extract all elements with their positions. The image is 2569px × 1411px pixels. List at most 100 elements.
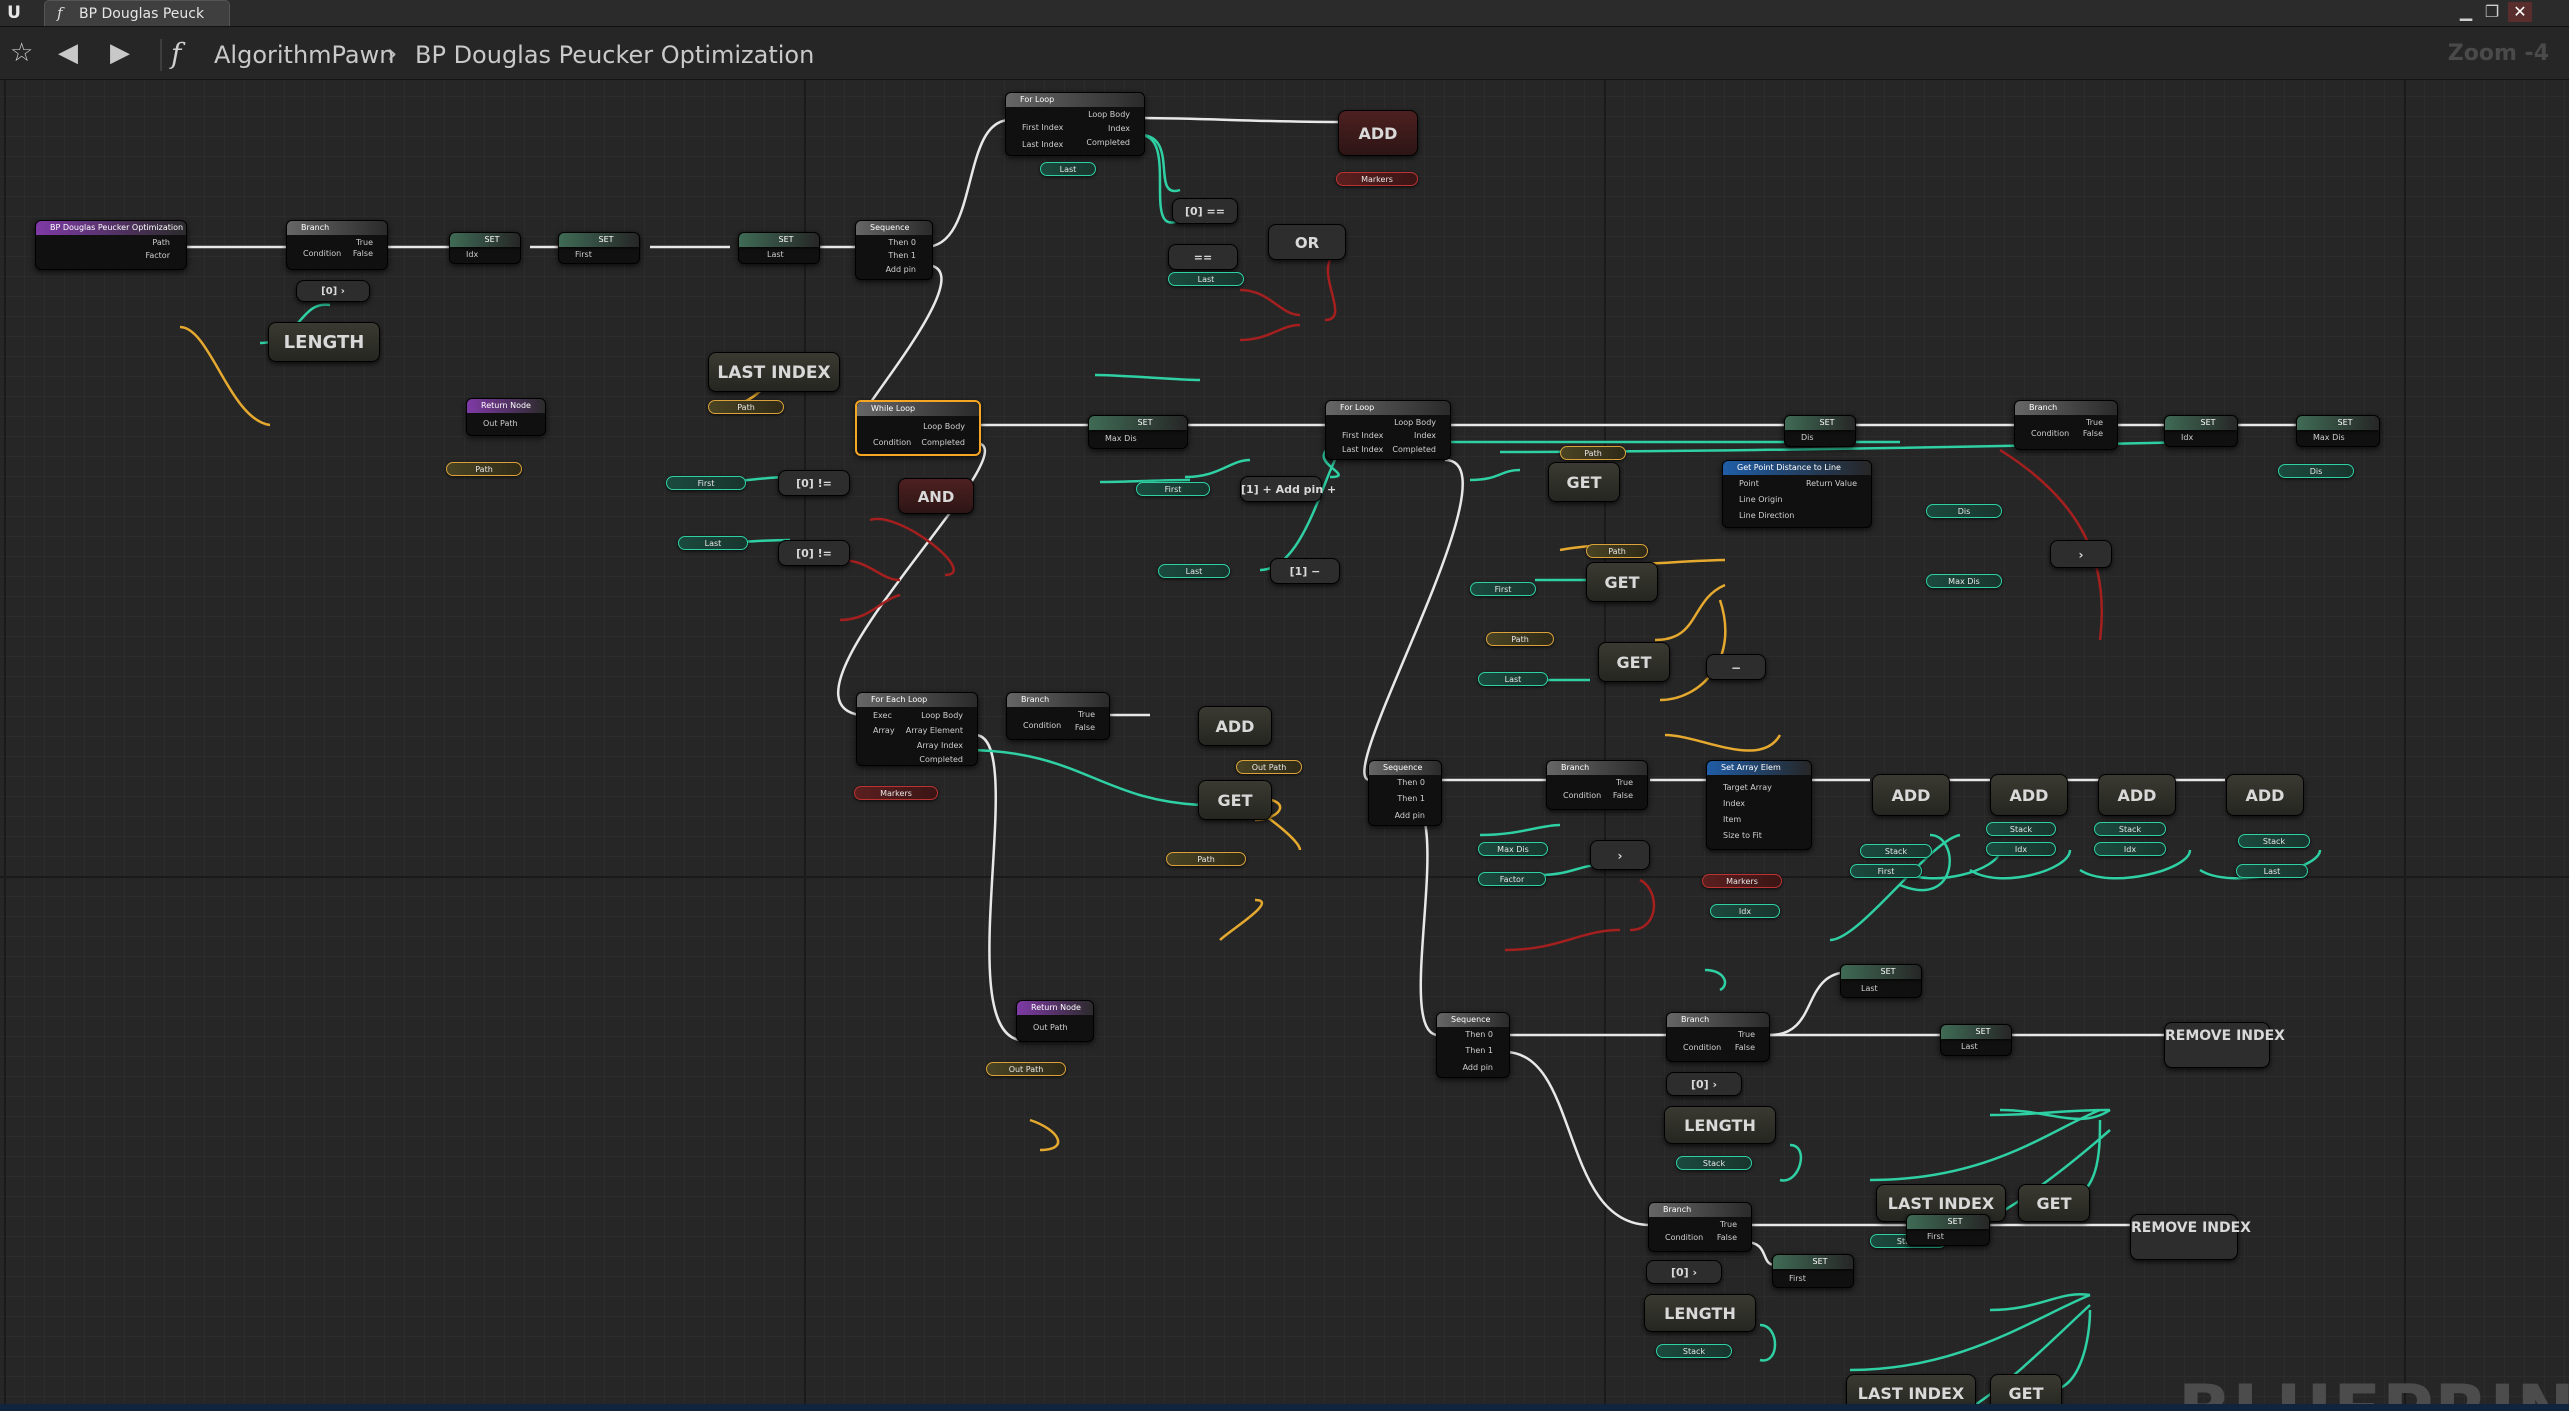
dis-variable[interactable]: Dis [2278,464,2354,478]
branch-node[interactable]: Branch Condition True False [1006,692,1110,740]
stack-variable[interactable]: Stack [1986,822,2056,836]
pin-label-idx[interactable]: Idx [466,250,479,259]
add-node[interactable]: ADD [1990,774,2068,816]
pin-label-last[interactable]: Last [1861,984,1878,993]
pin-label-completed[interactable]: Completed [921,438,965,447]
max-dis-variable[interactable]: Max Dis [1478,842,1548,856]
pin-label-condition[interactable]: Condition [2031,429,2070,438]
get-point-distance-node[interactable]: Get Point Distance to Line Point Line Or… [1722,460,1872,528]
pin-label-first-index[interactable]: First Index [1022,123,1064,132]
pin-label-last-index[interactable]: Last Index [1342,445,1384,454]
equal-node[interactable]: [0] == [1172,198,1238,224]
pin-label-line-origin[interactable]: Line Origin [1739,495,1783,504]
pin-label-item[interactable]: Item [1723,815,1742,824]
max-dis-variable[interactable]: Max Dis [1926,574,2002,588]
branch-node[interactable]: Branch Condition True False [1666,1012,1770,1062]
sequence-node[interactable]: Sequence Then 0 Then 1 Add pin [855,220,933,280]
not-equal-node[interactable]: [0] != [778,540,850,566]
pin-label-then1[interactable]: Then 1 [1397,794,1425,803]
stack-variable[interactable]: Stack [1656,1344,1732,1358]
pin-label-completed[interactable]: Completed [1086,138,1130,147]
pin-label-condition[interactable]: Condition [1023,721,1062,730]
pin-label-out-path[interactable]: Out Path [483,419,518,428]
pin-label-point[interactable]: Point [1739,479,1759,488]
pin-label-first[interactable]: First [1927,1232,1944,1241]
pin-label-line-direction[interactable]: Line Direction [1739,511,1795,520]
pin-label-true[interactable]: True [1720,1220,1737,1229]
pin-label-false[interactable]: False [352,249,373,258]
return-node[interactable]: Return Node Out Path [466,398,546,436]
path-variable[interactable]: Path [708,400,784,414]
get-node[interactable]: GET [1598,642,1670,682]
add-integer-node[interactable]: [1] + Add pin + [1240,476,1336,502]
pin-label-true[interactable]: True [356,238,373,247]
for-loop-node[interactable]: For Loop First Index Last Index Loop Bod… [1005,92,1145,156]
out-path-variable[interactable]: Out Path [986,1062,1066,1076]
last-variable[interactable]: Last [1168,272,1244,286]
add-node[interactable]: ADD [1872,774,1950,816]
set-last-node[interactable]: SET Last [738,232,820,264]
set-idx-node[interactable]: SET Idx [2164,415,2238,447]
pin-label-out-path[interactable]: Out Path [1033,1023,1068,1032]
for-each-loop-node[interactable]: For Each Loop Exec Array Loop Body Array… [856,692,978,766]
pin-label-then0[interactable]: Then 0 [1465,1030,1493,1039]
path-variable[interactable]: Path [446,462,522,476]
pin-label-condition[interactable]: Condition [873,438,912,447]
pin-label-idx[interactable]: Idx [2181,433,2194,442]
not-equal-node[interactable]: [0] != [778,470,850,496]
last-variable[interactable]: Last [678,536,748,550]
add-pin-button[interactable]: Add pin [1462,1063,1493,1072]
add-node[interactable]: ADD [1198,706,1272,746]
get-node[interactable]: GET [1198,780,1272,820]
forward-arrow-icon[interactable]: ▶ [110,38,130,68]
get-node[interactable]: GET [1586,562,1658,602]
pin-label-max-dis[interactable]: Max Dis [1105,434,1137,443]
idx-variable[interactable]: Idx [1710,904,1780,918]
pin-label-last[interactable]: Last [1961,1042,1978,1051]
set-last-node[interactable]: SET Last [1840,964,1922,998]
last-variable[interactable]: Last [2236,864,2308,878]
path-variable[interactable]: Path [1586,544,1648,558]
greater-than-node[interactable]: › [2050,540,2112,568]
return-node[interactable]: Return Node Out Path [1016,1000,1094,1042]
equal-node[interactable]: == [1168,244,1238,270]
length-node[interactable]: LENGTH [268,322,380,362]
path-variable[interactable]: Path [1486,632,1554,646]
remove-index-node[interactable]: REMOVE INDEX [2164,1022,2285,1068]
idx-variable[interactable]: Idx [1986,842,2056,856]
pin-label-then1[interactable]: Then 1 [888,251,916,260]
pin-label-size-to-fit[interactable]: Size to Fit [1723,831,1762,840]
last-variable[interactable]: Last [1040,162,1096,176]
greater-than-node[interactable]: [0] › [1646,1260,1722,1284]
pin-label-false[interactable]: False [1716,1233,1737,1242]
pin-label-condition[interactable]: Condition [1665,1233,1704,1242]
markers-variable[interactable]: Markers [1702,874,1782,888]
stack-variable[interactable]: Stack [1676,1156,1752,1170]
pin-label-path[interactable]: Path [152,238,170,247]
pin-label-condition[interactable]: Condition [303,249,342,258]
pin-label-last[interactable]: Last [767,250,784,259]
pin-label-loop-body[interactable]: Loop Body [921,711,963,720]
pin-label-loop-body[interactable]: Loop Body [923,422,965,431]
greater-than-node[interactable]: [0] › [1666,1072,1742,1096]
pin-label-index[interactable]: Index [1413,431,1436,440]
markers-variable[interactable]: Markers [1336,172,1418,186]
pin-label-true[interactable]: True [1078,710,1095,719]
favorite-star-icon[interactable]: ☆ [10,38,34,68]
pin-label-factor[interactable]: Factor [145,251,171,260]
restore-icon[interactable]: ❐ [2484,2,2500,21]
path-variable[interactable]: Path [1166,852,1246,866]
get-node[interactable]: GET [2018,1184,2090,1222]
set-first-node[interactable]: SET First [1772,1254,1854,1288]
pin-label-index[interactable]: Index [1107,124,1130,133]
pin-label-first-index[interactable]: First Index [1342,431,1384,440]
path-variable[interactable]: Path [1560,446,1626,460]
pin-label-then1[interactable]: Then 1 [1465,1046,1493,1055]
markers-variable[interactable]: Markers [854,786,938,800]
pin-label-loop-body[interactable]: Loop Body [1394,418,1436,427]
pin-label-index[interactable]: Index [1723,799,1746,808]
while-loop-node[interactable]: While Loop Condition Loop Body Completed [855,400,981,456]
breadcrumb-algorithm-pawn[interactable]: AlgorithmPawn [214,41,395,69]
remove-index-node[interactable]: REMOVE INDEX [2130,1214,2251,1260]
last-variable[interactable]: Last [1158,564,1230,578]
